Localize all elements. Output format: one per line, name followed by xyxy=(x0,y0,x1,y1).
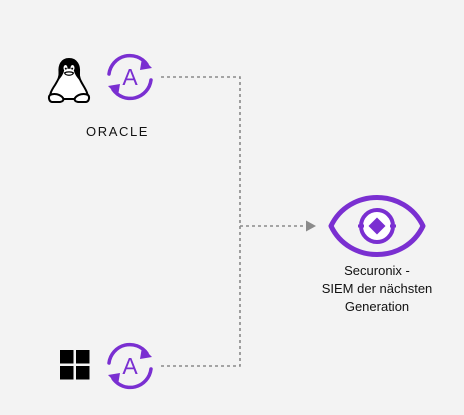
target-label: Securonix - SIEM der nächsten Generation xyxy=(300,262,454,316)
target-label-line: Generation xyxy=(344,299,410,314)
agent-letter: A xyxy=(122,64,138,90)
target-label-line: SIEM der nächsten xyxy=(321,281,433,296)
connector-top xyxy=(161,76,241,226)
connector-arrowhead xyxy=(306,220,316,232)
connector-bottom xyxy=(161,226,241,367)
target-label-line: Securonix - xyxy=(344,263,410,278)
agent-sync-icon: A xyxy=(107,342,153,390)
connector-lines xyxy=(161,76,306,367)
linux-penguin-icon xyxy=(47,57,91,103)
agent-letter: A xyxy=(122,353,138,379)
agent-sync-icon: A xyxy=(107,53,153,101)
eye-icon xyxy=(328,195,426,257)
oracle-logo-label: ORACLE xyxy=(86,124,150,139)
windows-logo-icon xyxy=(60,350,90,380)
